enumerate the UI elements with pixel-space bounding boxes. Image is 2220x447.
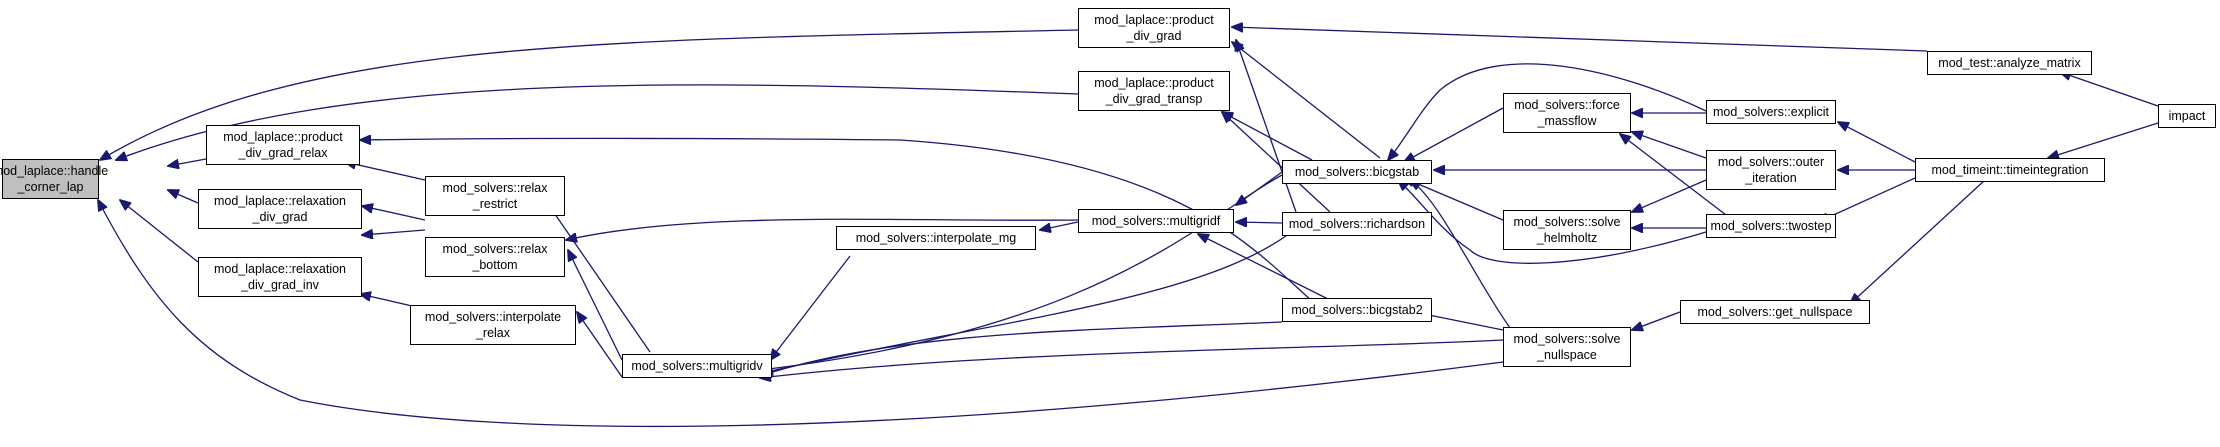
edge-interpolate_mg-to-multigridv — [770, 255, 851, 360]
edge-richardson-to-multigridf — [1236, 222, 1283, 223]
node-outer-iteration[interactable]: mod_solvers::outer _iteration — [1706, 150, 1836, 190]
node-explicit[interactable]: mod_solvers::explicit — [1706, 100, 1836, 124]
node-multigridf[interactable]: mod_solvers::multigridf — [1078, 209, 1234, 233]
node-solve-helmholtz[interactable]: mod_solvers::solve _helmholtz — [1503, 210, 1631, 250]
edge-multigridf-to-interpolate_mg — [1040, 221, 1079, 230]
edge-explicit-to-bicgstab — [1388, 63, 1707, 160]
edge-impact-to-timeintegration — [2048, 122, 2159, 158]
node-interpolate-relax[interactable]: mod_solvers::interpolate _relax — [410, 305, 576, 345]
edge-multigridf-to-relax_bottom — [566, 218, 1079, 240]
node-relaxation-div-grad[interactable]: mod_laplace::relaxation _div_grad — [198, 189, 362, 229]
edge-richardson-to-product_div_grad — [1236, 40, 1297, 213]
node-solve-nullspace[interactable]: mod_solvers::solve _nullspace — [1503, 327, 1631, 367]
edge-bicgstab2-to-product_div_grad_relax — [360, 139, 1326, 313]
node-interpolate-mg[interactable]: mod_solvers::interpolate_mg — [836, 226, 1036, 250]
edge-outer_iteration-to-force_massflow — [1632, 132, 1707, 159]
node-analyze-matrix[interactable]: mod_test::analyze_matrix — [1927, 51, 2092, 75]
edge-bicgstab-to-product_div_grad — [1232, 42, 1381, 159]
edge-multigridv-to-relax_restrict — [548, 204, 651, 353]
node-relaxation-div-grad-inv[interactable]: mod_laplace::relaxation _div_grad_inv — [198, 257, 362, 297]
edge-bicgstab-to-product_div_grad_transp — [1222, 112, 1313, 161]
node-relax-restrict[interactable]: mod_solvers::relax _restrict — [425, 176, 565, 216]
node-product-div-grad-transp[interactable]: mod_laplace::product _div_grad_transp — [1078, 71, 1230, 111]
node-force-massflow[interactable]: mod_solvers::force _massflow — [1503, 93, 1631, 133]
edge-bicgstab2-to-multigridv — [760, 321, 1283, 376]
node-handle-corner-lap: mod_laplace::handle _corner_lap — [0, 159, 108, 199]
edge-outer_iteration-to-solve_helmholtz — [1632, 179, 1707, 212]
edge-solve_nullspace-to-bicgstab — [1410, 180, 1516, 336]
edge-solve_nullspace-to-handle_corner_lap — [98, 200, 1504, 428]
edge-bicgstab2-to-multigridf — [1198, 234, 1341, 306]
node-relax-bottom[interactable]: mod_solvers::relax _bottom — [425, 237, 565, 277]
edge-get_nullspace-to-solve_nullspace — [1632, 311, 1681, 330]
node-product-div-grad-relax[interactable]: mod_laplace::product _div_grad_relax — [206, 125, 360, 165]
edge-multigridv-to-interpolate_relax — [577, 312, 623, 378]
edge-richardson-to-multigridv — [762, 232, 1291, 373]
edge-bicgstab-to-multigridf — [1236, 171, 1283, 205]
edge-relaxation_div_grad_inv-to-handle_corner_lap — [120, 200, 199, 263]
node-impact[interactable]: impact — [2158, 104, 2216, 128]
edge-timeintegration-to-explicit — [1838, 122, 1916, 163]
edge-bicgstab-to-multigridv — [760, 174, 1283, 370]
edge-product_div_grad_relax-to-handle_corner_lap — [168, 158, 207, 166]
node-twostep[interactable]: mod_solvers::twostep — [1706, 214, 1836, 238]
node-get-nullspace[interactable]: mod_solvers::get_nullspace — [1680, 300, 1870, 324]
node-timeintegration[interactable]: mod_timeint::timeintegration — [1915, 158, 2105, 182]
edge-twostep-to-force_massflow — [1620, 134, 1731, 219]
edge-solve_nullspace-to-multigridv — [760, 339, 1504, 378]
edge-relax_bottom-to-relaxation_div_grad — [362, 206, 426, 221]
edge-product_div_grad-to-handle_corner_lap — [100, 29, 1079, 160]
edge-analyze_matrix-to-product_div_grad — [1232, 27, 1928, 52]
edge-multigridv-to-relax_bottom — [568, 250, 623, 361]
edge-relaxation_div_grad-to-handle_corner_lap — [168, 190, 199, 204]
edge-impact-to-analyze_matrix — [2060, 72, 2159, 107]
edge-force_massflow-to-bicgstab — [1404, 107, 1504, 162]
node-product-div-grad[interactable]: mod_laplace::product _div_grad — [1078, 8, 1230, 48]
edge-timeintegration-to-get_nullspace — [1850, 179, 1986, 304]
node-richardson[interactable]: mod_solvers::richardson — [1282, 212, 1432, 236]
edge-relax_bottom-to-relaxation_div_grad_inv — [362, 230, 426, 235]
edge-richardson-to-product_div_grad_transp — [1222, 112, 1331, 213]
node-bicgstab2[interactable]: mod_solvers::bicgstab2 — [1282, 298, 1432, 322]
node-multigridv[interactable]: mod_solvers::multigridv — [622, 354, 772, 378]
edge-relax_restrict-to-product_div_grad_relax — [345, 162, 426, 181]
node-bicgstab[interactable]: mod_solvers::bicgstab — [1282, 160, 1432, 184]
edge-twostep-to-bicgstab — [1398, 180, 1707, 264]
